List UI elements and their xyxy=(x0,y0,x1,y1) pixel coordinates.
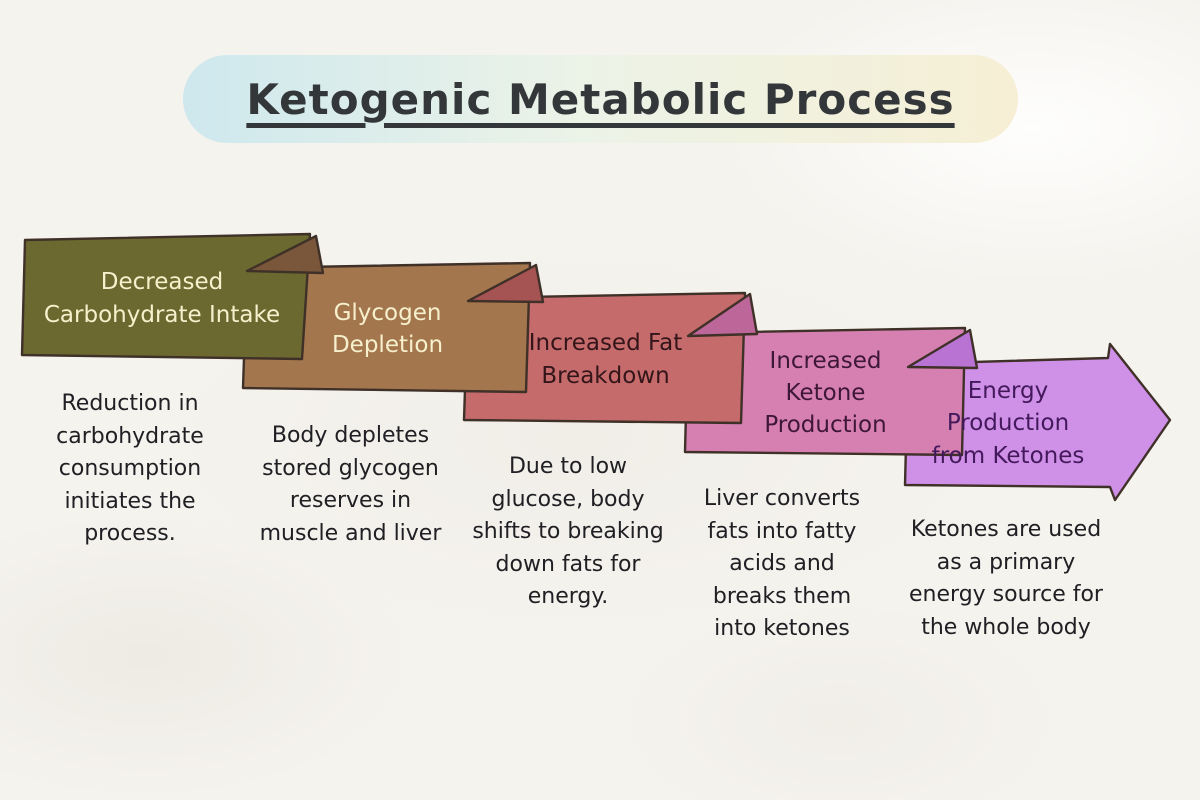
stage-3-label-text: Increased Fat Breakdown xyxy=(528,330,683,389)
stage-5-label: Energy Production from Ketones xyxy=(906,362,1110,485)
stage-3-fold xyxy=(466,263,545,304)
stage-2-description: Body depletes stored glycogen reserves i… xyxy=(259,423,442,546)
stage-5-arrow-face xyxy=(903,342,1172,502)
stage-5-description: Ketones are used as a primary energy sou… xyxy=(909,517,1103,640)
stage-3-label: Increased Fat Breakdown xyxy=(466,296,745,423)
stage-1-description: Reduction in carbohydrate consumption in… xyxy=(56,391,204,547)
stage-3-description: Due to low glucose, body shifts to break… xyxy=(472,454,664,610)
stage-1-face xyxy=(20,232,312,361)
title-banner: Ketogenic Metabolic Process xyxy=(183,55,1018,143)
stage-5-label-text: Energy Production from Ketones xyxy=(931,378,1085,469)
stage-2-fold xyxy=(245,234,325,275)
stage-4-label-text: Increased Ketone Production xyxy=(764,347,887,439)
stage-2-label: Glycogen Depletion xyxy=(245,266,530,392)
stage-4-fold xyxy=(686,292,759,338)
stage-1-label: Decreased Carbohydrate Intake xyxy=(22,238,302,359)
stage-1-label-text: Decreased Carbohydrate Intake xyxy=(43,269,281,328)
stage-2-label-text: Glycogen Depletion xyxy=(331,299,444,358)
stage-4-description: Liver converts fats into fatty acids and… xyxy=(703,486,861,642)
stage-4-label: Increased Ketone Production xyxy=(686,331,965,455)
stage-5-fold xyxy=(906,328,979,370)
diagram-title: Ketogenic Metabolic Process xyxy=(246,74,955,124)
